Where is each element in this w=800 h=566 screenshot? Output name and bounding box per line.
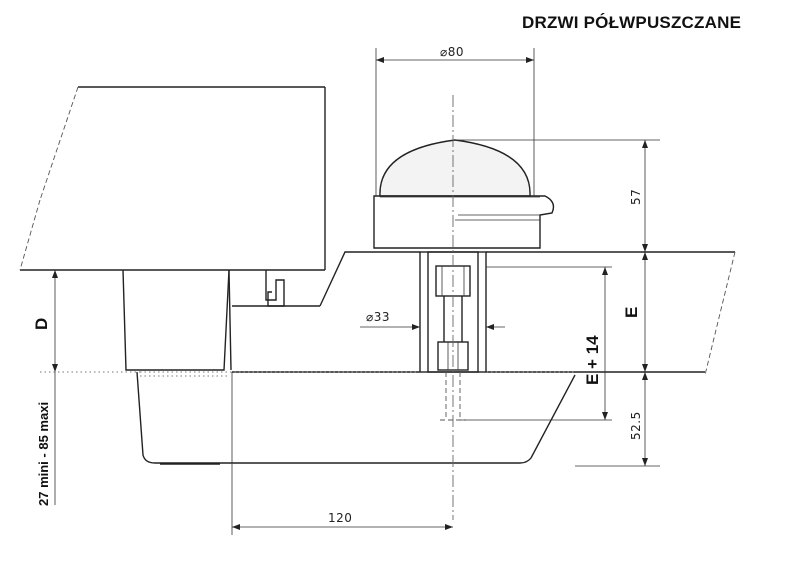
door-panel	[19, 86, 326, 271]
knob-dome	[373, 139, 555, 249]
label-range: 27 mini - 85 maxi	[36, 402, 51, 506]
hinge-body	[122, 269, 320, 371]
label-120: 120	[328, 511, 352, 525]
label-D: D	[32, 318, 51, 330]
drawing-title: DRZWI PÓŁWPUSZCZANE	[522, 13, 742, 32]
dimension-E14: E + 14	[460, 266, 612, 421]
dimension-d80: ⌀80	[375, 45, 535, 196]
lower-tray	[136, 371, 576, 465]
label-57: 57	[629, 189, 643, 205]
label-d80: ⌀80	[440, 45, 464, 59]
dimension-d33: ⌀33	[360, 310, 505, 330]
dimension-52-5: 52.5	[575, 372, 660, 467]
dimension-D: D	[32, 270, 140, 373]
dimension-120: 120	[231, 372, 453, 535]
dimension-range: 27 mini - 85 maxi	[36, 372, 56, 506]
label-E14: E + 14	[583, 335, 602, 385]
label-52-5: 52.5	[629, 411, 643, 440]
dimension-57: 57	[455, 139, 660, 252]
label-d33: ⌀33	[366, 310, 390, 324]
label-E: E	[622, 307, 641, 318]
dimension-E: E	[622, 252, 648, 372]
